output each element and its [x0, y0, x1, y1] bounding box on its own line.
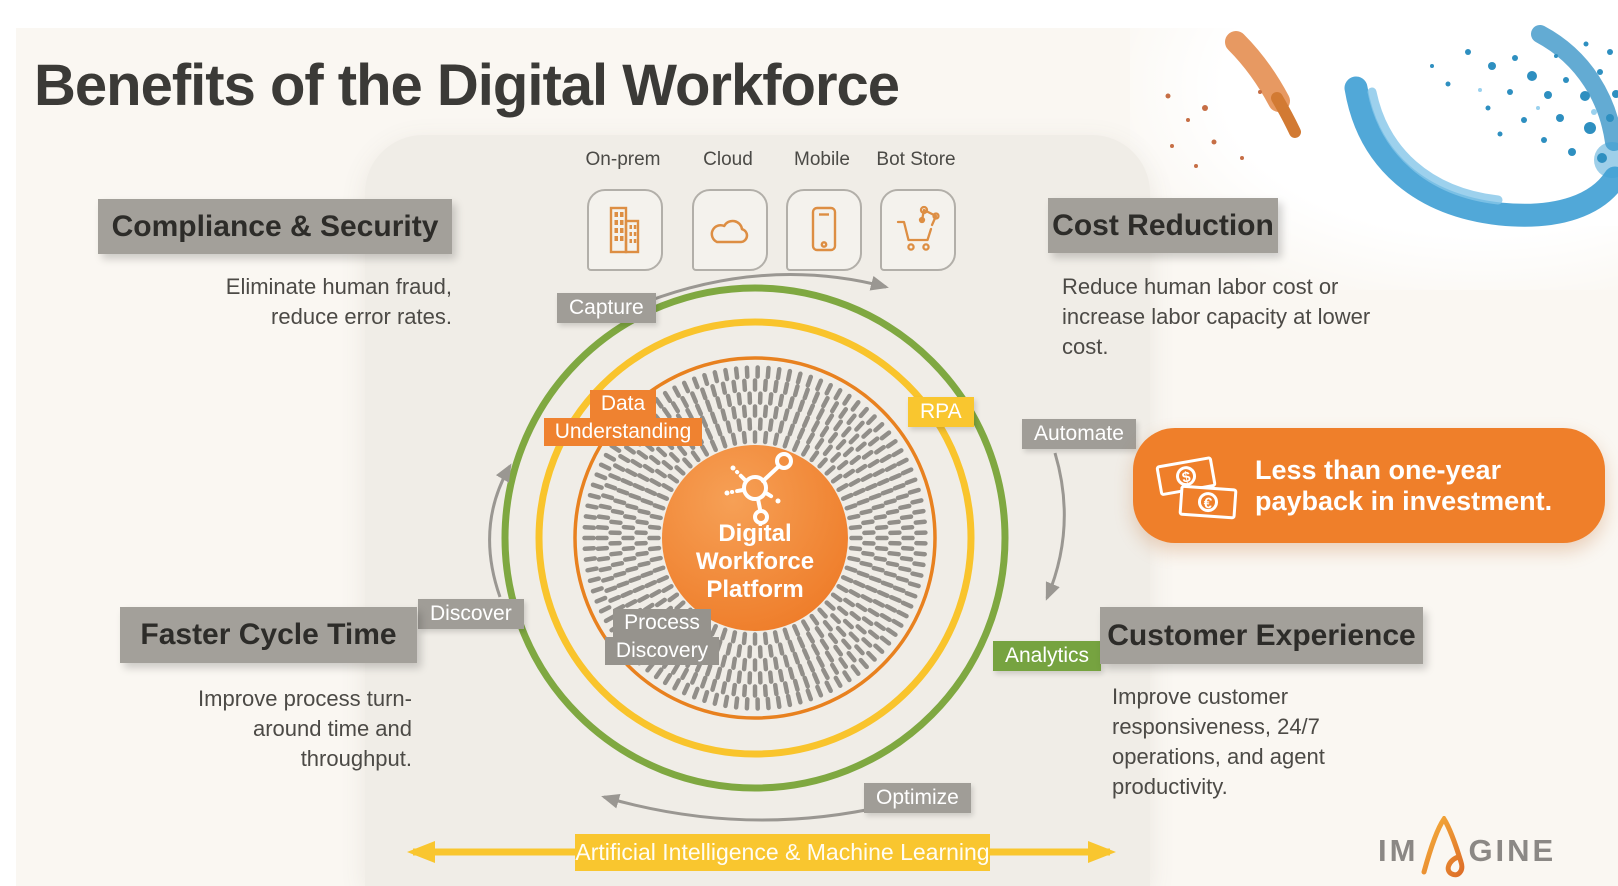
orange-splash [1165, 31, 1301, 168]
benefit-title-compliance-security: Compliance & Security [98, 199, 452, 254]
process-discovery-line2: Discovery [604, 637, 720, 665]
hub-label: Digital Workforce Platform [695, 520, 815, 603]
platform-label-cloud: Cloud [703, 149, 753, 170]
data-understanding-line2: Understanding [543, 418, 703, 446]
dollar-symbol: $ [1181, 468, 1193, 486]
ai-ml-bar: Artificial Intelligence & Machine Learni… [575, 834, 990, 871]
capture-tag: Capture [557, 293, 656, 323]
payback-text: Less than one-year payback in investment… [1255, 454, 1553, 516]
cloud-tile [692, 189, 768, 271]
analytics-tag: Analytics [993, 641, 1102, 671]
discover-arrow [488, 463, 512, 598]
capability-rings [501, 284, 1009, 792]
green-ring [501, 284, 1009, 792]
rpa-tag: RPA [908, 397, 974, 427]
benefit-desc-compliance-security: Eliminate human fraud, reduce error rate… [225, 274, 452, 329]
benefit-title-customer-experience: Customer Experience [1100, 607, 1423, 664]
on-prem-tile [587, 189, 663, 271]
mobile-tile [786, 189, 862, 271]
benefit-desc-customer-experience: Improve customer responsiveness, 24/7 op… [1112, 684, 1325, 799]
imagine-logo: IM GINE [1378, 816, 1557, 878]
automate-tag: Automate [1022, 419, 1136, 449]
automate-arrow [1045, 452, 1066, 601]
benefit-desc-faster-cycle-time: Improve process turn- around time and th… [198, 686, 412, 771]
process-discovery-tag: Process Discovery [592, 609, 732, 665]
yellow-ring [535, 318, 975, 758]
logo-prefix: IM [1378, 833, 1419, 868]
payback-callout: $ € Less than one-year payback in invest… [1133, 428, 1605, 543]
platform-label-on-prem: On-prem [585, 149, 661, 170]
hub-circle [662, 445, 848, 631]
data-understanding-line1: Data [589, 390, 657, 418]
platform-label-bot-store: Bot Store [876, 149, 956, 170]
bot-store-cart-icon [896, 205, 940, 251]
process-discovery-line1: Process [613, 609, 711, 637]
logo-suffix: GINE [1468, 833, 1557, 868]
mobile-icon [811, 206, 837, 252]
benefit-desc-cost-reduction: Reduce human labor cost or increase labo… [1062, 274, 1371, 359]
euro-symbol: € [1203, 494, 1213, 512]
logo-a-icon [1421, 816, 1465, 878]
benefit-title-cost-reduction: Cost Reduction [1048, 198, 1278, 253]
capture-arrow [645, 273, 889, 304]
platform-label-mobile: Mobile [794, 149, 850, 170]
bot-store-tile [880, 189, 956, 271]
optimize-arrow [601, 793, 886, 822]
dashed-rings [582, 365, 928, 711]
data-understanding-tag: Data Understanding [538, 390, 708, 446]
benefit-title-faster-cycle-time: Faster Cycle Time [120, 607, 417, 663]
network-icon [724, 452, 793, 525]
blue-splash [1344, 25, 1618, 227]
discover-tag: Discover [418, 599, 524, 629]
page-title: Benefits of the Digital Workforce [34, 53, 900, 118]
building-icon [609, 206, 640, 254]
optimize-tag: Optimize [864, 783, 971, 813]
cloud-icon [710, 219, 749, 244]
money-icon: $ € [1155, 456, 1238, 519]
orange-ring [573, 356, 937, 720]
